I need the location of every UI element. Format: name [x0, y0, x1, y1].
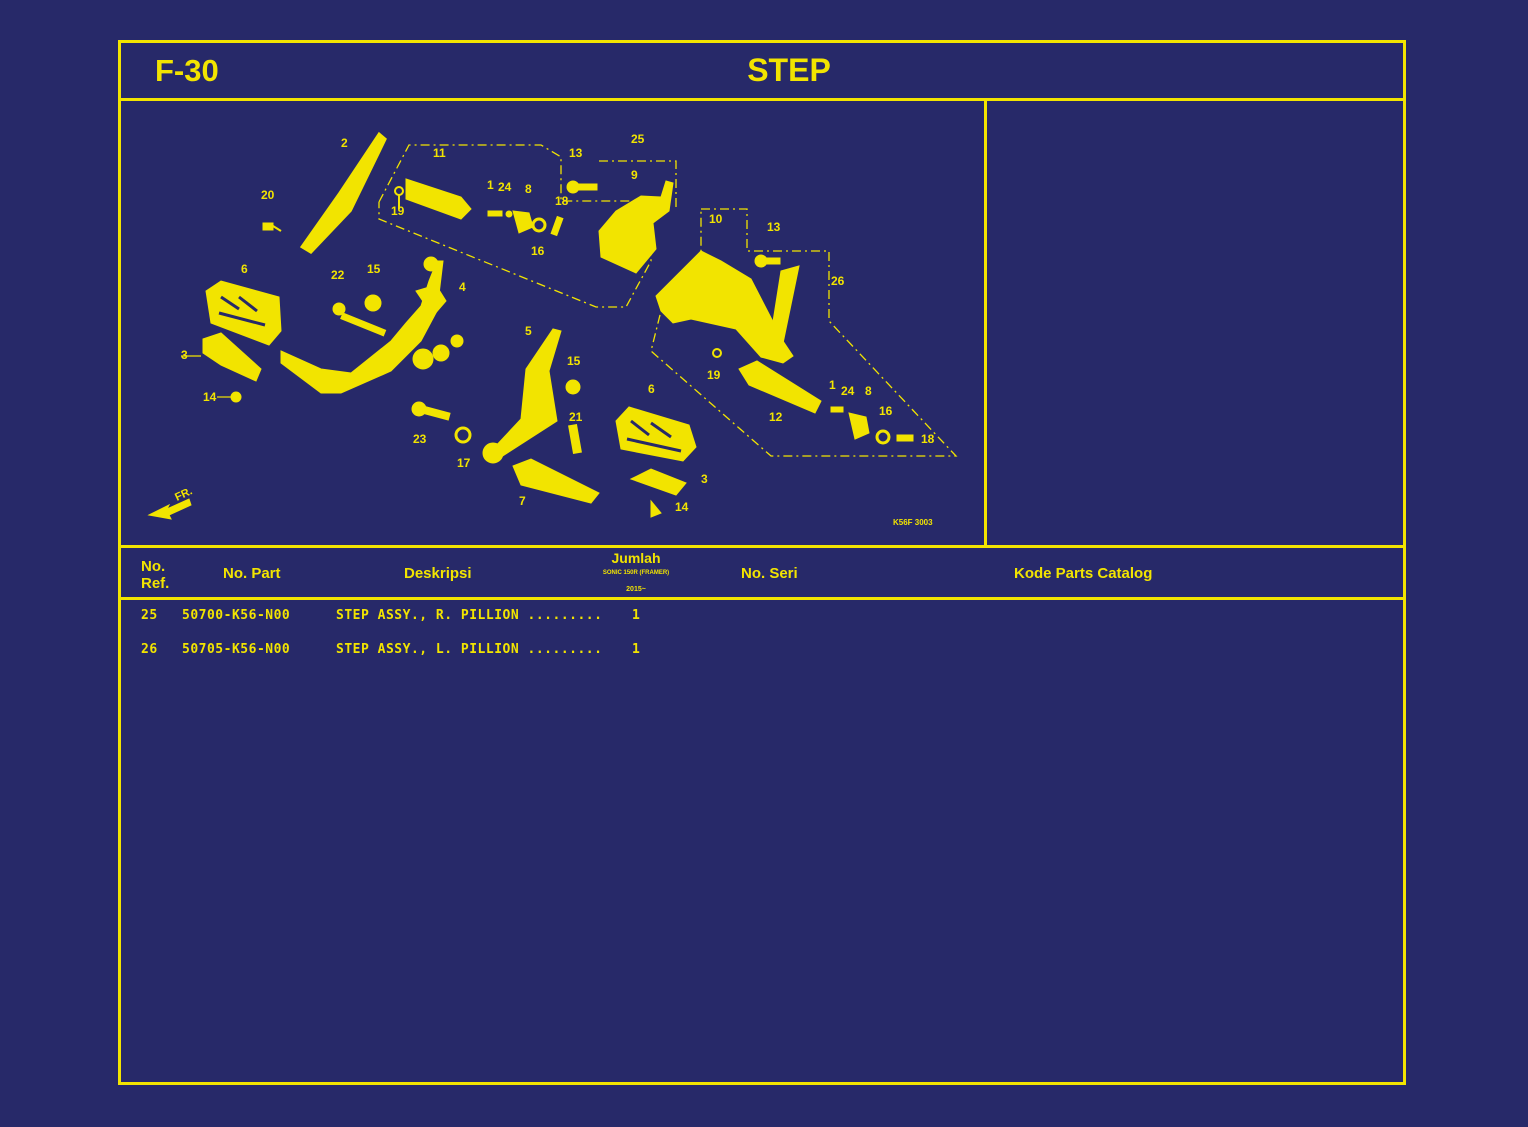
- svg-text:7: 7: [519, 494, 526, 508]
- bolt-20: [262, 222, 274, 231]
- svg-text:24: 24: [841, 384, 855, 398]
- row-part: 50705-K56-N00: [182, 642, 291, 657]
- header-qty-year: 2015~: [626, 586, 646, 593]
- svg-text:16: 16: [531, 244, 545, 258]
- header-serial: No. Seri: [741, 565, 798, 582]
- row-qty: 1: [632, 608, 641, 623]
- svg-text:10: 10: [709, 212, 723, 226]
- rubber-6-right: [615, 406, 697, 462]
- header-qty-model: SONIC 150R (FRAMER): [602, 570, 670, 576]
- svg-text:15: 15: [567, 354, 581, 368]
- exploded-diagram-svg: 2 20 11 19 1 24 8 16 18 13 25 9 10 13 26…: [147, 131, 958, 527]
- svg-text:26: 26: [831, 274, 845, 288]
- svg-text:3: 3: [701, 472, 708, 486]
- svg-text:17: 17: [457, 456, 471, 470]
- svg-text:23: 23: [413, 432, 427, 446]
- footpeg-11: [405, 178, 472, 220]
- holder-8: [512, 210, 534, 234]
- svg-text:2: 2: [341, 136, 348, 150]
- side-panel: [987, 101, 1403, 547]
- assembly-outline: [378, 144, 958, 457]
- svg-text:4: 4: [459, 280, 466, 294]
- svg-text:15: 15: [367, 262, 381, 276]
- bracket-9: [598, 180, 674, 274]
- svg-text:K56F 3003: K56F 3003: [893, 518, 933, 527]
- svg-text:8: 8: [865, 384, 872, 398]
- svg-text:1: 1: [829, 378, 836, 392]
- svg-text:16: 16: [879, 404, 893, 418]
- header-catalog: Kode Parts Catalog: [1014, 565, 1153, 582]
- svg-text:18: 18: [555, 194, 569, 208]
- svg-text:1: 1: [487, 178, 494, 192]
- brake-pedal: [280, 260, 444, 394]
- row-qty: 1: [632, 642, 641, 657]
- svg-text:21: 21: [569, 410, 583, 424]
- svg-text:11: 11: [433, 146, 446, 160]
- svg-text:8: 8: [525, 182, 532, 196]
- svg-text:19: 19: [391, 204, 405, 218]
- rubber-6: [205, 280, 282, 346]
- footpeg-12: [738, 360, 822, 414]
- svg-text:13: 13: [767, 220, 781, 234]
- header-ref: No. Ref.: [141, 558, 170, 592]
- callout-labels: 2 20 11 19 1 24 8 16 18 13 25 9 10 13 26…: [173, 132, 934, 527]
- svg-text:13: 13: [569, 146, 583, 160]
- row-desc: STEP ASSY., R. PILLION .........: [336, 608, 603, 623]
- front-arrow-icon: [147, 498, 192, 520]
- svg-text:22: 22: [331, 268, 345, 282]
- guard-3-right: [629, 468, 687, 496]
- svg-text:14: 14: [675, 500, 689, 514]
- header-qty: Jumlah: [611, 550, 661, 566]
- table-header: No. Ref. No. Part Deskripsi Jumlah SONIC…: [121, 545, 1403, 600]
- svg-text:18: 18: [921, 432, 935, 446]
- row-part: 50700-K56-N00: [182, 608, 291, 623]
- header-desc: Deskripsi: [404, 565, 472, 582]
- footpeg-7: [512, 458, 600, 504]
- bracket-10: [655, 250, 794, 364]
- svg-text:20: 20: [261, 188, 275, 202]
- catalog-header: F-30 STEP: [121, 43, 1403, 101]
- svg-text:FR.: FR.: [173, 485, 194, 503]
- assembly-outline-25: [599, 160, 677, 207]
- svg-text:3: 3: [181, 348, 188, 362]
- row-ref: 25: [141, 608, 158, 623]
- svg-text:6: 6: [241, 262, 248, 276]
- exploded-diagram: 2 20 11 19 1 24 8 16 18 13 25 9 10 13 26…: [121, 101, 987, 547]
- rod-26: [768, 265, 800, 354]
- catalog-frame: F-30 STEP: [118, 40, 1406, 1085]
- table-row: 26 50705-K56-N00 STEP ASSY., L. PILLION …: [121, 642, 1403, 666]
- svg-text:6: 6: [648, 382, 655, 396]
- header-part: No. Part: [223, 565, 281, 582]
- row-desc: STEP ASSY., L. PILLION .........: [336, 642, 603, 657]
- svg-text:19: 19: [707, 368, 721, 382]
- svg-text:9: 9: [631, 168, 638, 182]
- table-row: 25 50700-K56-N00 STEP ASSY., R. PILLION …: [121, 608, 1403, 632]
- figure-code: F-30: [155, 53, 219, 88]
- arm-5: [490, 328, 562, 458]
- svg-text:5: 5: [525, 324, 532, 338]
- page-title: STEP: [747, 52, 831, 88]
- svg-text:25: 25: [631, 132, 645, 146]
- bracket-2: [299, 131, 387, 254]
- row-ref: 26: [141, 642, 158, 657]
- guard-3: [202, 332, 262, 382]
- svg-text:14: 14: [203, 390, 217, 404]
- svg-text:12: 12: [769, 410, 783, 424]
- svg-text:24: 24: [498, 180, 512, 194]
